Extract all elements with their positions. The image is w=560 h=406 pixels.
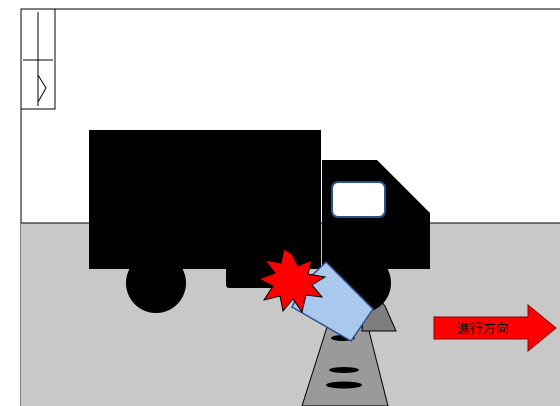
pole-sketch-icon xyxy=(20,8,56,110)
right-arrow-icon xyxy=(433,303,557,353)
direction-arrow: 進行方向 xyxy=(433,303,557,353)
truck-window xyxy=(331,181,386,218)
ramp xyxy=(301,326,389,406)
collision-burst-icon xyxy=(257,248,327,314)
direction-label: 進行方向 xyxy=(457,321,509,337)
truck-rear-wheel xyxy=(126,253,186,313)
truck-cargo-box xyxy=(89,130,321,269)
